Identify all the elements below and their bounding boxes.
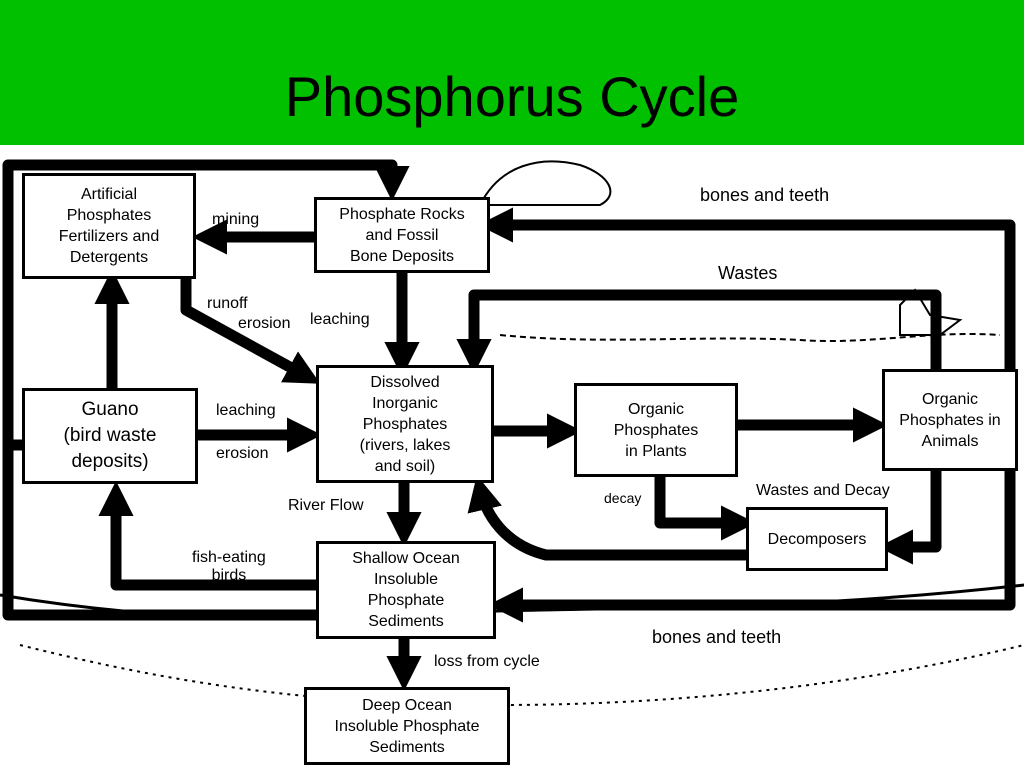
label-erosion-mid: erosion xyxy=(216,445,269,462)
arrow-wastes xyxy=(456,289,942,375)
node-organic-plants: Organic Phosphates in Plants xyxy=(574,383,738,477)
node-dissolved-phosphates: Dissolved Inorganic Phosphates (rivers, … xyxy=(316,365,494,483)
page-title: Phosphorus Cycle xyxy=(284,65,740,128)
node-guano: Guano (bird waste deposits) xyxy=(22,388,198,484)
label-river-flow: River Flow xyxy=(288,497,364,514)
label-mining: mining xyxy=(212,211,260,228)
guano-frame-line xyxy=(2,445,318,621)
arrow-wastes-decay xyxy=(877,471,942,565)
arrow-bones-bottom xyxy=(487,471,1016,623)
node-shallow-ocean-sediments: Shallow Ocean Insoluble Phosphate Sedime… xyxy=(316,541,496,639)
label-leaching-top: leaching xyxy=(310,311,370,328)
phosphorus-cycle-diagram: Artificial Phosphates Fertilizers and De… xyxy=(0,145,1024,768)
arrow-birds xyxy=(98,480,318,591)
title-bar xyxy=(0,0,1024,145)
node-phosphate-rocks: Phosphate Rocks and Fossil Bone Deposits xyxy=(314,197,490,273)
label-bones-teeth-bottom: bones and teeth xyxy=(652,627,782,647)
label-erosion-top: erosion xyxy=(238,315,291,332)
arrow-decay xyxy=(654,475,757,541)
label-fish-eating-birds: fish-eating birds xyxy=(192,549,266,584)
node-decomposers: Decomposers xyxy=(746,507,888,571)
arrow-bones-top xyxy=(477,207,1016,371)
frame-line xyxy=(2,159,410,451)
label-wastes: Wastes xyxy=(718,263,778,283)
arrow-decomposers-return xyxy=(467,475,746,561)
diagram-illustration xyxy=(0,159,1024,707)
label-wastes-decay: Wastes and Decay xyxy=(756,482,890,499)
label-loss-from-cycle: loss from cycle xyxy=(434,653,540,670)
label-runoff: runoff xyxy=(207,295,248,312)
node-deep-ocean-sediments: Deep Ocean Insoluble Phosphate Sediments xyxy=(304,687,510,765)
label-leaching-mid: leaching xyxy=(216,402,276,419)
node-artificial-phosphates: Artificial Phosphates Fertilizers and De… xyxy=(22,173,196,279)
node-organic-animals: Organic Phosphates in Animals xyxy=(882,369,1018,471)
label-decay: decay xyxy=(604,490,642,506)
label-bones-teeth-top: bones and teeth xyxy=(700,185,830,205)
arrow-runoff xyxy=(180,278,321,384)
